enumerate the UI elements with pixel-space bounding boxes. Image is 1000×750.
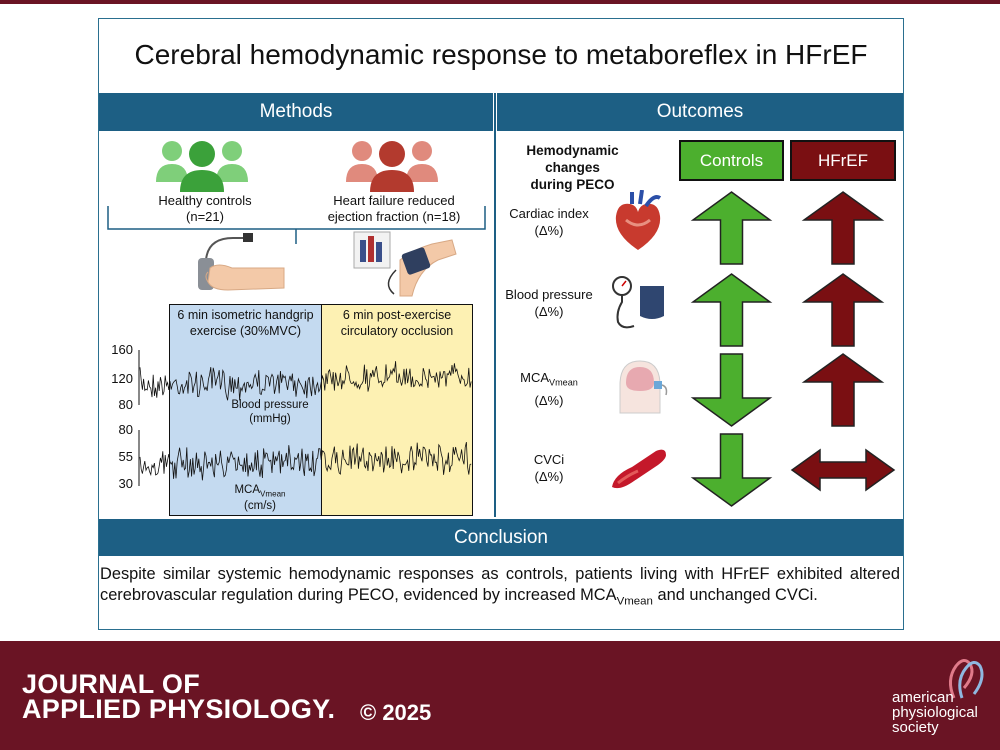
blood-vessel-icon bbox=[612, 449, 666, 489]
row-label-blood-pressure: Blood pressure(Δ%) bbox=[505, 287, 593, 319]
journal-name: JOURNAL OF APPLIED PHYSIOLOGY. bbox=[22, 669, 336, 724]
bp-tick-120: 120 bbox=[111, 371, 133, 386]
top-accent-bar bbox=[0, 0, 1000, 4]
mca-tick-80: 80 bbox=[118, 422, 133, 437]
blood-pressure-cuff-icon bbox=[612, 276, 664, 329]
page-title: Cerebral hemodynamic response to metabor… bbox=[134, 39, 868, 70]
methods-header: Methods bbox=[99, 93, 493, 131]
society-logo-icon bbox=[949, 659, 984, 699]
hfref-arrow-blood-pressure bbox=[801, 273, 885, 347]
controls-arrow-cvci bbox=[690, 433, 773, 507]
row-label-cvci: CVCi(Δ%) bbox=[533, 452, 565, 484]
bp-trace-label: Blood pressure(mmHg) bbox=[231, 399, 309, 425]
conclusion-header: Conclusion bbox=[99, 519, 903, 556]
occlusion-cuff-icon bbox=[353, 231, 457, 297]
conclusion-text: Despite similar systemic hemodynamic res… bbox=[100, 565, 900, 608]
mca-trace-label: MCAVmean (cm/s) bbox=[234, 484, 286, 513]
controls-arrows bbox=[690, 191, 773, 507]
hfref-arrow-cvci bbox=[790, 448, 896, 492]
mca-tick-55: 55 bbox=[118, 449, 133, 464]
heart-failure-people-icon bbox=[346, 141, 438, 192]
hfref-column-header: HFrEF bbox=[790, 140, 896, 181]
peco-phase-panel bbox=[321, 304, 473, 516]
heart-failure-label: Heart failure reduced ejection fraction … bbox=[327, 193, 461, 224]
healthy-controls-label: Healthy controls (n=21) bbox=[158, 193, 252, 224]
copyright-text: © 2025 bbox=[360, 700, 432, 725]
brain-doppler-icon bbox=[619, 360, 668, 414]
journal-footer bbox=[0, 641, 1000, 750]
mca-tick-30: 30 bbox=[118, 476, 133, 491]
row-label-cardiac-index: Cardiac index(Δ%) bbox=[509, 206, 589, 238]
hfref-arrows bbox=[790, 191, 896, 492]
bp-tick-80: 80 bbox=[118, 397, 133, 412]
handgrip-dynamometer-icon bbox=[198, 233, 285, 291]
controls-column-header: Controls bbox=[679, 140, 784, 181]
controls-arrow-cardiac-index bbox=[690, 191, 773, 265]
healthy-controls-people-icon bbox=[156, 141, 248, 192]
controls-arrow-blood-pressure bbox=[690, 273, 773, 347]
group-bracket bbox=[107, 206, 486, 244]
bp-tick-160: 160 bbox=[111, 342, 133, 357]
signal-traces bbox=[138, 350, 472, 486]
hfref-arrow-cardiac-index bbox=[801, 191, 885, 265]
heart-icon bbox=[615, 190, 662, 250]
section-divider bbox=[494, 93, 496, 517]
society-name: american physiological society bbox=[892, 689, 978, 736]
row-label-mca-vmean: MCAVmean (Δ%) bbox=[520, 370, 578, 408]
outcomes-header: Outcomes bbox=[497, 93, 903, 131]
hfref-arrow-mca-vmean bbox=[801, 353, 885, 427]
controls-arrow-mca-vmean bbox=[690, 353, 773, 427]
